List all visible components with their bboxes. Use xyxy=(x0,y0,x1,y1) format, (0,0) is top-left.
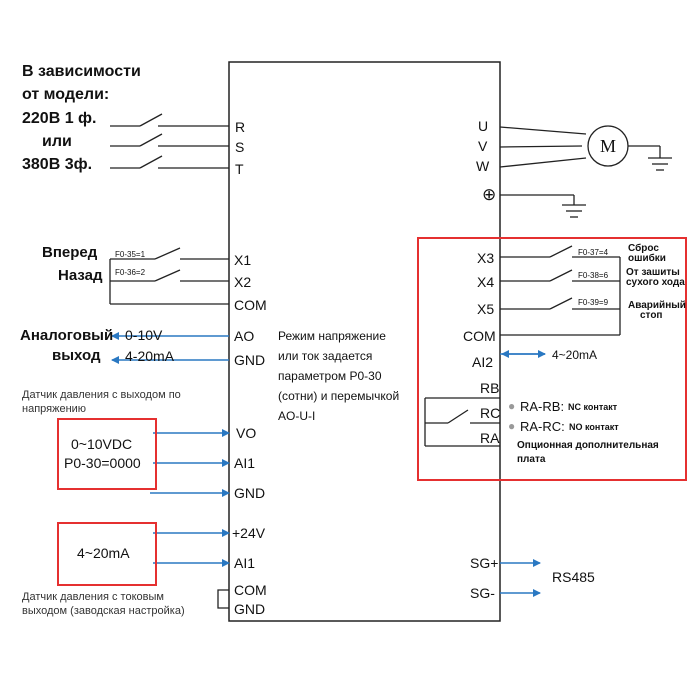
current-sensor-caption: выходом (заводская настройка) xyxy=(22,605,185,617)
terminal-x5: X5 xyxy=(477,301,495,317)
analog-out-title: Аналоговый xyxy=(20,327,114,344)
motor-wiring xyxy=(499,125,672,171)
terminal-24v: +24V xyxy=(232,525,266,541)
forward-label: Вперед xyxy=(42,244,98,261)
option-board-label: Опционная дополнительная xyxy=(517,440,659,451)
terminal-v: V xyxy=(478,138,488,154)
terminal-gnd: GND xyxy=(234,601,266,617)
digital-inputs-left xyxy=(109,247,229,305)
supply-line: от модели: xyxy=(22,86,110,103)
terminal-com: COM xyxy=(234,297,267,313)
terminal-x3: X3 xyxy=(477,250,495,266)
terminal-t: T xyxy=(235,161,244,177)
pe-ground xyxy=(500,194,586,218)
terminal-com: COM xyxy=(463,328,496,344)
terminal-ra: RA xyxy=(480,430,500,446)
supply-line: 220В 1 ф. xyxy=(22,110,97,127)
analog-out-title: выход xyxy=(52,347,101,364)
com-gnd-jumper xyxy=(217,589,229,609)
x3-param: F0-37=4 xyxy=(578,248,609,257)
relay-contacts xyxy=(424,397,500,447)
option-board-label: плата xyxy=(517,454,546,465)
pe-ground-icon: ⊕ xyxy=(482,185,497,204)
rs485-label: RS485 xyxy=(552,569,595,585)
terminal-u: U xyxy=(478,118,489,134)
supply-line: В зависимости xyxy=(22,63,141,80)
terminal-r: R xyxy=(235,119,246,135)
terminal-x2: X2 xyxy=(234,274,252,290)
terminal-x1: X1 xyxy=(234,252,252,268)
terminal-sg-minus: SG- xyxy=(470,585,495,601)
reverse-label: Назад xyxy=(58,267,103,284)
x5-function: стоп xyxy=(640,310,663,321)
x5-function: Аварийный xyxy=(628,300,686,311)
relay-rc-type: NO контакт xyxy=(569,422,619,432)
x4-function: От зашиты xyxy=(626,267,680,278)
relay-rc-label: RA-RC: xyxy=(520,419,565,434)
terminal-rb: RB xyxy=(480,380,500,396)
digital-inputs-right xyxy=(500,245,621,336)
x4-function: сухого хода xyxy=(626,277,685,288)
voltage-sensor-range: 0~10VDC xyxy=(71,436,133,452)
terminal-gnd: GND xyxy=(234,352,266,368)
mode-note-line: (сотни) и перемычкой xyxy=(278,389,400,403)
mode-note-line: параметром P0-30 xyxy=(278,369,382,383)
signal-arrows xyxy=(111,332,546,597)
ai2-signal: 4~20mA xyxy=(552,348,598,362)
motor-label: M xyxy=(600,136,617,156)
x3-function: Сброс xyxy=(628,243,659,254)
supply-switches xyxy=(110,113,229,169)
terminal-gnd: GND xyxy=(234,485,266,501)
relay-rb-type: NC контакт xyxy=(568,402,618,412)
voltage-sensor-param: P0-30=0000 xyxy=(64,455,141,471)
terminal-ai1: AI1 xyxy=(234,555,256,571)
current-sensor-range: 4~20mA xyxy=(77,545,130,561)
x3-function: ошибки xyxy=(628,253,666,264)
mode-note-line: или ток задается xyxy=(278,349,373,363)
voltage-sensor-caption: Датчик давления с выходом по xyxy=(22,389,181,401)
terminal-w: W xyxy=(476,158,490,174)
supply-line: или xyxy=(42,133,72,150)
x4-param: F0-38=6 xyxy=(578,271,609,280)
mode-note-line: AO-U-I xyxy=(278,409,316,423)
mode-note-line: Режим напряжение xyxy=(278,329,386,343)
supply-line: 380В 3ф. xyxy=(22,156,93,173)
x5-param: F0-39=9 xyxy=(578,298,609,307)
relay-dot-icon: ● xyxy=(508,419,516,433)
relay-rb-label: RA-RB: xyxy=(520,399,565,414)
analog-out-current: 4-20mA xyxy=(125,348,175,364)
terminal-ai2: AI2 xyxy=(472,354,494,370)
terminal-x4: X4 xyxy=(477,274,495,290)
terminal-vo: VO xyxy=(236,425,257,441)
terminal-com: COM xyxy=(234,582,267,598)
current-sensor-caption: Датчик давления с токовым xyxy=(22,591,164,603)
analog-out-voltage: 0-10V xyxy=(125,327,163,343)
inverter-body xyxy=(228,61,501,622)
x2-param: F0-36=2 xyxy=(115,268,146,277)
terminal-sg-plus: SG+ xyxy=(470,555,499,571)
voltage-sensor-caption: напряжению xyxy=(22,403,87,415)
terminal-ao: AO xyxy=(234,328,255,344)
voltage-sensor-box xyxy=(57,418,157,490)
x1-param: F0-35=1 xyxy=(115,250,146,259)
current-sensor-box xyxy=(57,522,157,586)
terminal-ai1: AI1 xyxy=(234,455,256,471)
option-board-frame xyxy=(417,237,687,481)
terminal-rc: RC xyxy=(480,405,501,421)
relay-dot-icon: ● xyxy=(508,399,516,413)
terminal-s: S xyxy=(235,139,245,155)
